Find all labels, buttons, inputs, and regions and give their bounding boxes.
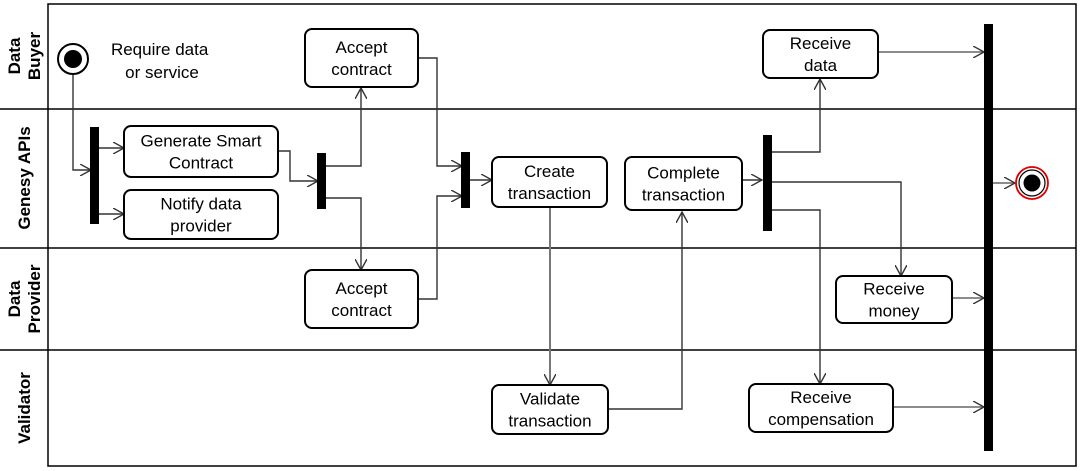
fork-bar-3 (763, 135, 772, 231)
fork-bar-2 (317, 153, 326, 209)
final-join-bar (984, 24, 993, 451)
join-bar-1 (461, 152, 470, 208)
activity-box (304, 269, 419, 329)
flow-fork2-to-accept-provider (322, 197, 361, 270)
activity-box (491, 384, 609, 435)
activity-box (123, 189, 279, 240)
end-node-core (1023, 174, 1041, 192)
activity-box (491, 156, 608, 208)
fork-bar-1 (90, 127, 99, 224)
flow-fork2-to-accept-buyer (322, 88, 361, 167)
diagram-frame (47, 3, 1077, 467)
activity-box (304, 28, 419, 88)
flow-start-to-fork (72, 74, 91, 170)
start-label: Require data or service (111, 40, 213, 82)
lane-label-provider: DataProvider (5, 264, 44, 333)
flow-fork3-to-receive-data (768, 79, 820, 153)
activity-box (123, 125, 279, 178)
activity-box (624, 156, 743, 211)
lane-label-validator: Validator (15, 372, 34, 444)
activity-box (748, 383, 894, 433)
start-node-core (64, 50, 82, 68)
flow-accept-buyer-to-join (418, 57, 462, 166)
flow-fork3-to-receive-compensation (768, 209, 820, 384)
flow-accept-provider-to-join (418, 196, 462, 300)
flow-validate-to-complete (608, 212, 682, 410)
activity-box (762, 29, 879, 79)
lane-label-buyer: DataBuyer (5, 32, 44, 81)
flow-generate-to-fork2 (278, 150, 318, 181)
activity-box (835, 275, 953, 324)
lane-label-genesy: Genesy APIs (15, 126, 34, 229)
flow-fork3-to-receive-money (768, 181, 901, 276)
